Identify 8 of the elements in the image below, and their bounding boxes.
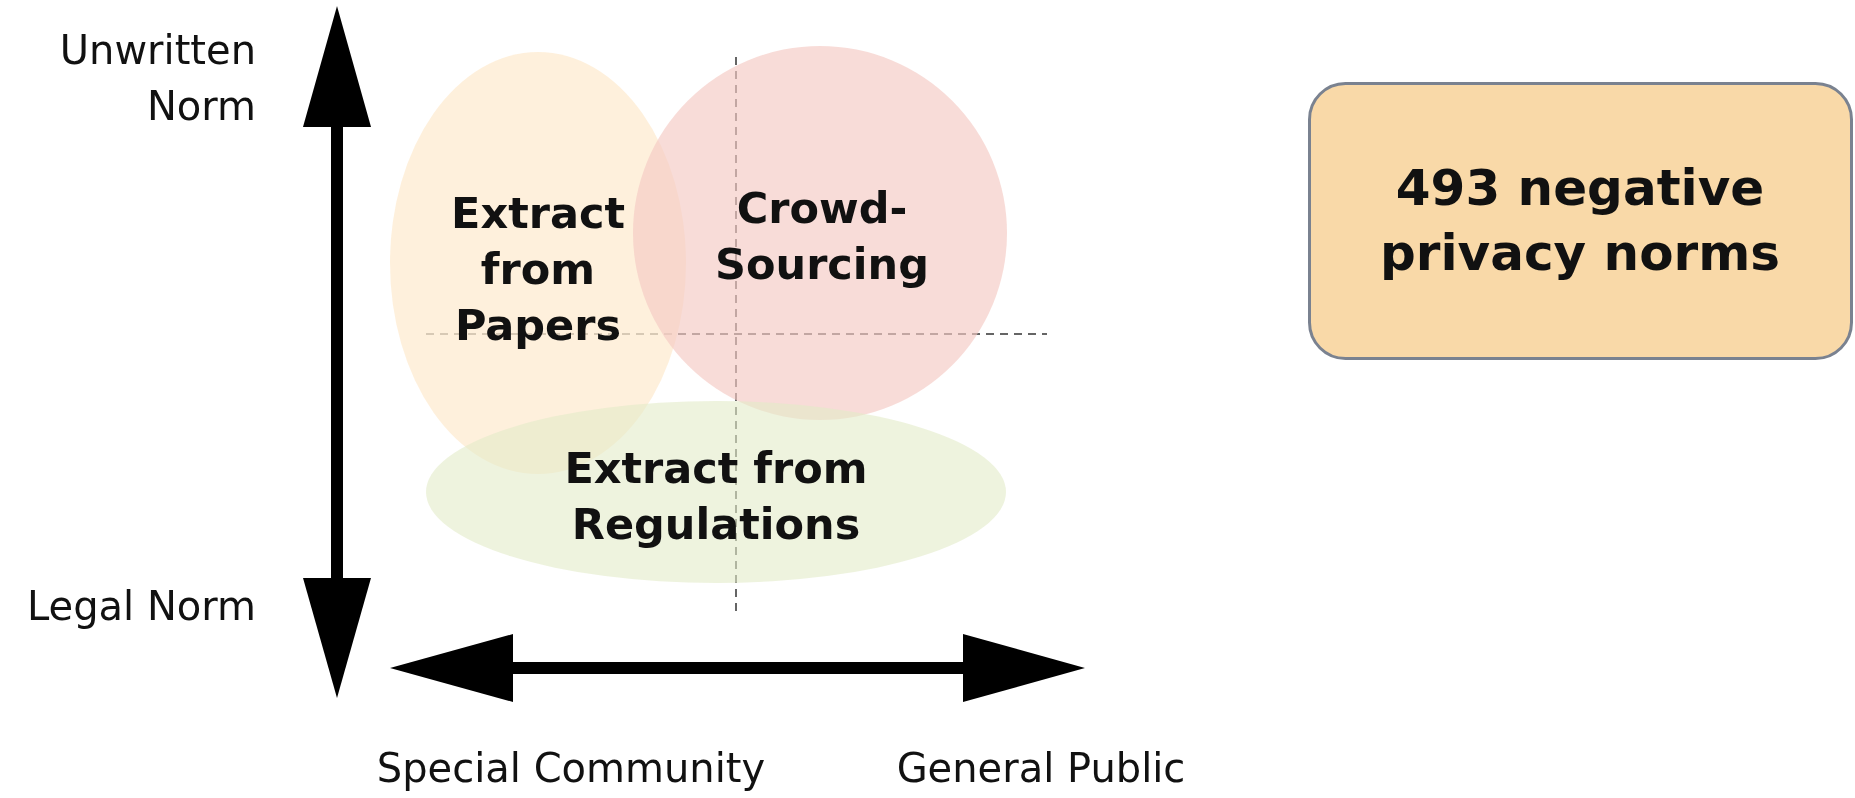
axis-label: Unwritten Norm [58, 26, 256, 131]
node-label: 493 negative privacy norms [1379, 158, 1781, 284]
node-label: Crowd-Sourcing [714, 182, 930, 291]
axis-label: Legal Norm [25, 582, 256, 631]
node-label: Extract from Regulations [563, 442, 869, 551]
node-label: Extract from Papers [450, 187, 626, 352]
axis-label: Special Community [375, 744, 767, 793]
axis-label: General Public [895, 744, 1187, 793]
